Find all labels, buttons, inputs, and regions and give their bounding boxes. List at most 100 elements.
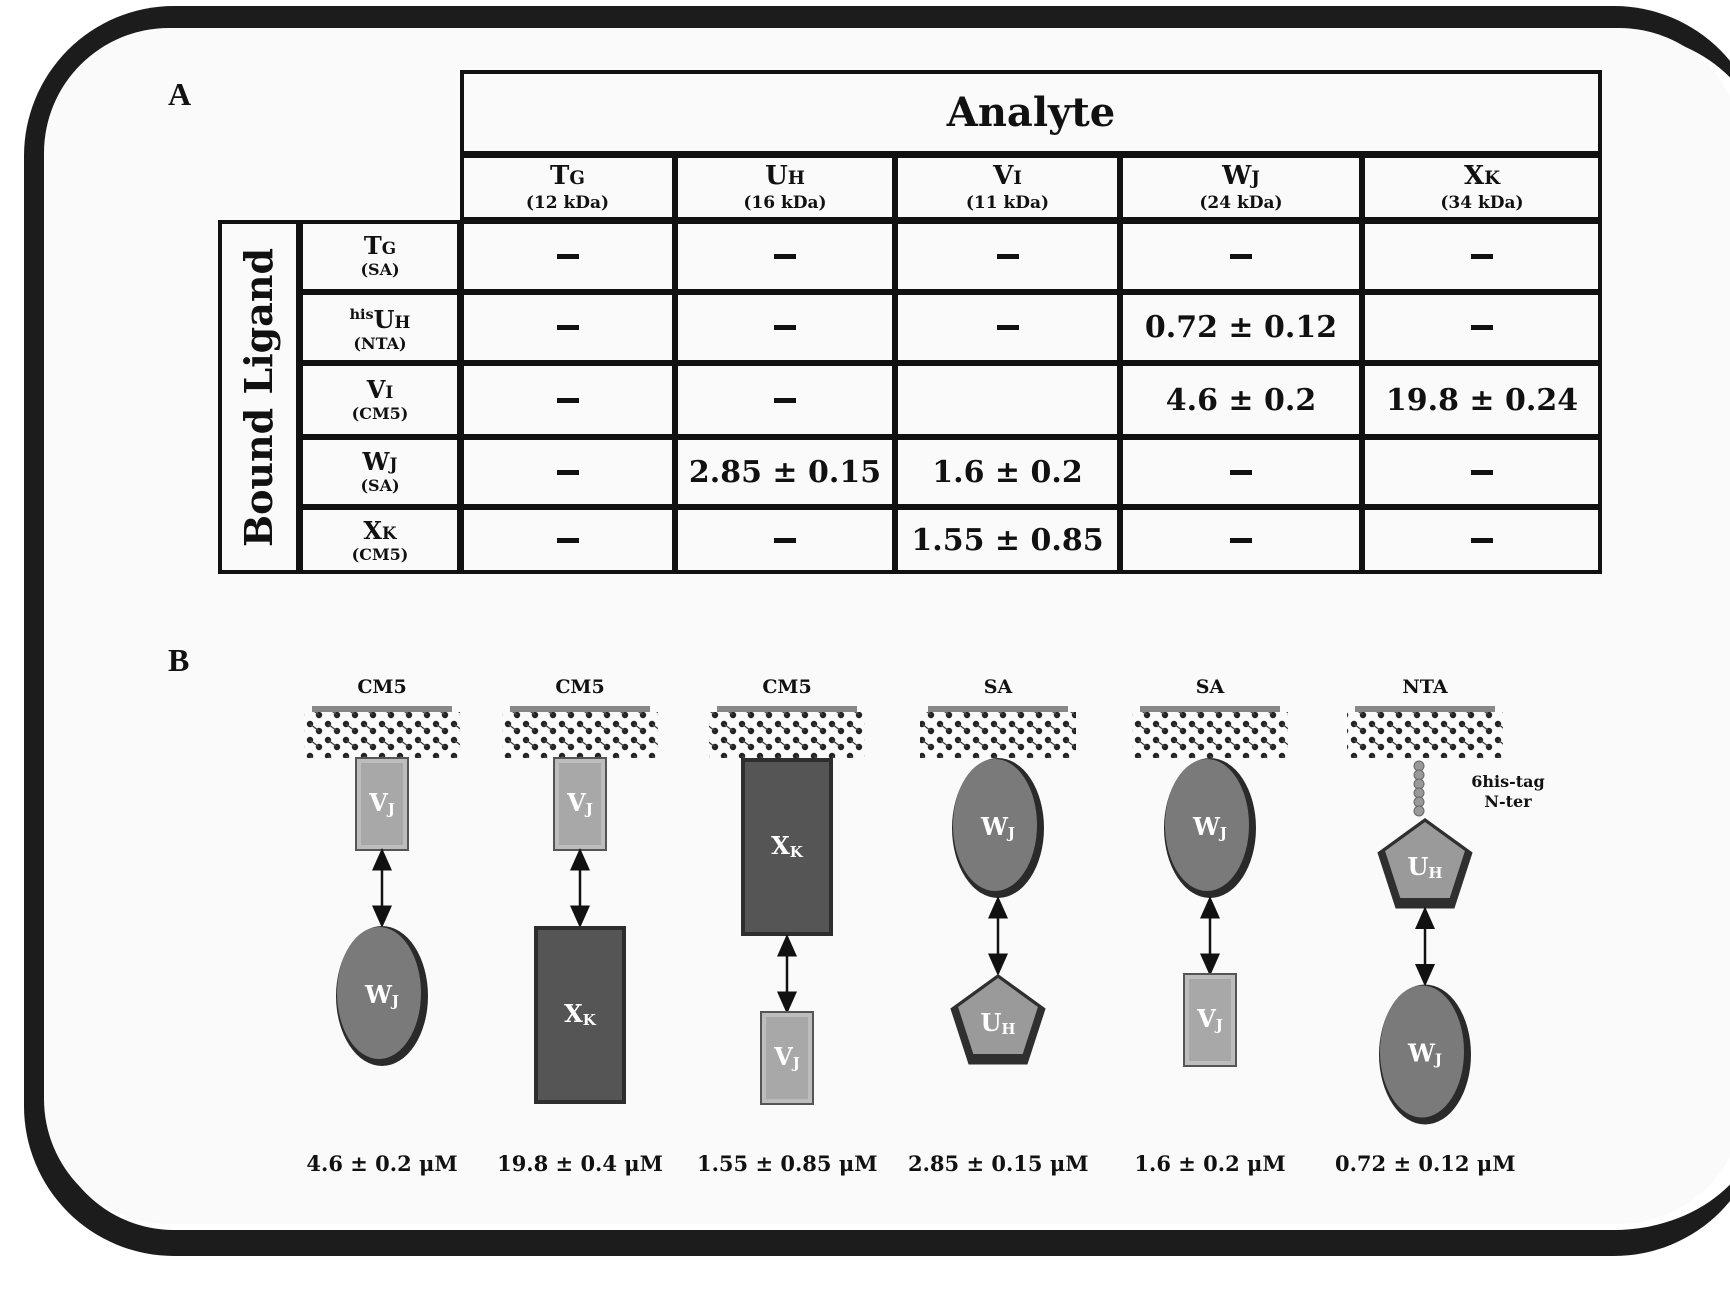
table-cell: [895, 363, 1120, 437]
dissociation-constant: 0.72 ± 0.12 μM: [1335, 1151, 1516, 1176]
column-header: XK(34 kDa): [1362, 155, 1602, 220]
no-binding-dash: [556, 253, 579, 259]
column-header-size: (24 kDa): [1199, 193, 1283, 213]
table-cell: 2.85 ± 0.15: [675, 437, 895, 507]
no-binding-dash: [1471, 469, 1493, 475]
dissociation-constant: 19.8 ± 0.4 μM: [497, 1151, 663, 1176]
column-header: WJ(24 kDa): [1120, 155, 1362, 220]
table-cell: –: [1120, 507, 1362, 574]
row-header: XK(CM5): [300, 507, 460, 574]
row-header-chip: (CM5): [351, 404, 409, 423]
kd-value: 4.6 ± 0.2: [1165, 382, 1317, 418]
table-cell: –: [1362, 220, 1602, 292]
row-header-chip: (SA): [360, 260, 400, 279]
no-binding-dash: [1471, 538, 1493, 543]
row-header-name: XK: [363, 515, 397, 545]
dissociation-constant: 4.6 ± 0.2 μM: [306, 1151, 458, 1176]
panel-label-a: A: [168, 76, 192, 112]
dissociation-constant: 2.85 ± 0.15 μM: [908, 1151, 1089, 1176]
sensor-chip-label: SA: [983, 676, 1013, 698]
row-header: WJ(SA): [300, 437, 460, 507]
table-cell: –: [460, 292, 675, 363]
table-cell: –: [895, 292, 1120, 363]
table-cell: 19.8 ± 0.24: [1362, 363, 1602, 437]
no-binding-dash: [1230, 538, 1252, 543]
no-binding-dash: [556, 397, 579, 403]
column-header-size: (34 kDa): [1440, 193, 1524, 213]
row-header-chip: (SA): [360, 476, 400, 495]
no-binding-dash: [1471, 325, 1493, 330]
no-binding-dash: [996, 253, 1019, 259]
bound-ligand-text: Bound Ligand: [236, 247, 282, 547]
sensor-chip-label: CM5: [357, 676, 407, 698]
no-binding-dash: [774, 325, 796, 330]
row-header: hisUH(NTA): [300, 292, 460, 363]
table-cell: –: [1362, 507, 1602, 574]
sensor-chip-label: CM5: [762, 676, 812, 698]
no-binding-dash: [774, 253, 796, 259]
no-binding-dash: [774, 538, 796, 543]
kd-value: 19.8 ± 0.24: [1385, 382, 1579, 418]
no-binding-dash: [1230, 469, 1252, 475]
table-cell: –: [1362, 292, 1602, 363]
column-header: VI(11 kDa): [895, 155, 1120, 220]
no-binding-dash: [556, 325, 579, 330]
table-cell: –: [675, 292, 895, 363]
table-cell: –: [460, 220, 675, 292]
table-cell: –: [675, 363, 895, 437]
no-binding-dash: [1471, 253, 1493, 259]
table-cell: –: [1120, 437, 1362, 507]
column-header-size: (16 kDa): [743, 193, 827, 213]
dissociation-constant: 1.55 ± 0.85 μM: [697, 1151, 878, 1176]
row-header: VI(CM5): [300, 363, 460, 437]
sensor-chip-label: SA: [1195, 676, 1225, 698]
no-binding-dash: [556, 469, 579, 475]
table-cell: –: [895, 220, 1120, 292]
table-cell: –: [1120, 220, 1362, 292]
table-cell: 4.6 ± 0.2: [1120, 363, 1362, 437]
row-header-name: WJ: [362, 447, 398, 476]
column-header-name: WJ: [1222, 161, 1260, 191]
sensor-chip-label: CM5: [555, 676, 605, 698]
kd-value: 0.72 ± 0.12: [1144, 310, 1338, 345]
panel-label-b: B: [168, 642, 190, 678]
column-header: UH(16 kDa): [675, 155, 895, 220]
analyte-header: Analyte: [460, 70, 1602, 155]
table-cell: –: [1362, 437, 1602, 507]
table-cell: 1.6 ± 0.2: [895, 437, 1120, 507]
column-header-name: TG: [550, 161, 585, 191]
row-header-name: hisUH: [349, 305, 411, 334]
column-header-name: VI: [993, 161, 1022, 191]
table-cell: –: [460, 363, 675, 437]
table-cell: –: [460, 437, 675, 507]
no-binding-dash: [996, 325, 1019, 330]
row-header-name: VI: [366, 375, 394, 404]
column-header-name: XK: [1464, 161, 1500, 191]
table-cell: –: [675, 220, 895, 292]
table-cell: 0.72 ± 0.12: [1120, 292, 1362, 363]
analyte-header-text: Analyte: [946, 89, 1116, 136]
table-cell: –: [460, 507, 675, 574]
no-binding-dash: [556, 538, 579, 543]
row-header-name: TG: [363, 231, 397, 260]
no-binding-dash: [1230, 253, 1252, 259]
row-header-chip: (CM5): [351, 544, 409, 564]
column-header-size: (11 kDa): [965, 193, 1050, 213]
column-header-size: (12 kDa): [525, 193, 610, 213]
column-header-name: UH: [765, 161, 805, 191]
kd-value: 2.85 ± 0.15: [688, 454, 882, 490]
kd-value: 1.55 ± 0.85: [911, 523, 1104, 558]
kd-value: 1.6 ± 0.2: [932, 454, 1083, 490]
row-header: TG(SA): [300, 220, 460, 292]
sensor-chip-label: NTA: [1402, 676, 1448, 698]
table-cell: 1.55 ± 0.85: [895, 507, 1120, 574]
column-header: TG(12 kDa): [460, 155, 675, 220]
bound-ligand-header: Bound Ligand: [218, 220, 300, 574]
row-header-chip: (NTA): [353, 334, 407, 353]
no-binding-dash: [774, 397, 796, 403]
dissociation-constant: 1.6 ± 0.2 μM: [1134, 1151, 1286, 1176]
his-tag-label-line2: N-ter: [1484, 792, 1532, 811]
table-cell: –: [675, 507, 895, 574]
his-tag-label-line1: 6his-tag: [1471, 772, 1545, 791]
